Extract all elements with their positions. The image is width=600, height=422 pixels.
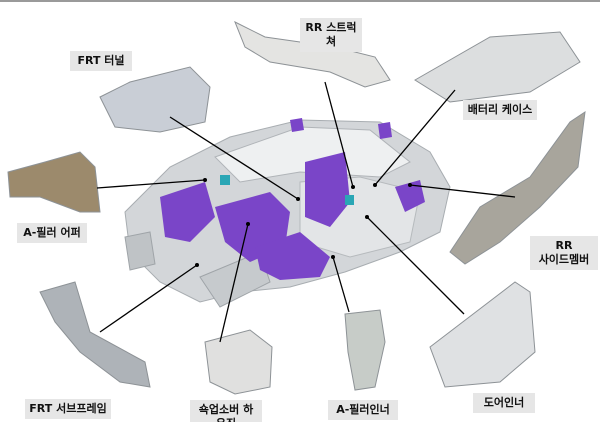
shock-absorber-part xyxy=(204,329,273,395)
label-battery-case: 배터리 케이스 xyxy=(463,100,537,120)
label-door-inner: 도어인너 xyxy=(473,393,535,413)
label-frt-tunnel: FRT 터널 xyxy=(70,51,132,71)
leader-lines xyxy=(96,81,516,343)
label-rr-side-member: RR 사이드멤버 xyxy=(530,236,598,270)
label-a-pillar-inner: A-필러인너 xyxy=(328,400,398,420)
label-rr-structure: RR 스트럭쳐 xyxy=(300,18,362,52)
teal-parts xyxy=(220,175,354,205)
highlighted-parts xyxy=(160,118,425,280)
label-frt-subframe: FRT 서브프레임 xyxy=(25,399,111,419)
label-shock-absorber-housing: 쇽업소버 하우징 xyxy=(190,400,262,422)
a-pillar-inner-part xyxy=(344,309,386,391)
leader-dots xyxy=(195,178,412,267)
frt-subframe-part xyxy=(39,281,151,388)
a-pillar-upper-part xyxy=(7,151,101,213)
battery-case-part xyxy=(414,31,581,103)
rr-side-member-part xyxy=(449,110,586,265)
label-a-pillar-upper: A-필러 어퍼 xyxy=(17,223,87,243)
frt-tunnel-part xyxy=(99,66,211,133)
door-inner-part xyxy=(429,281,536,388)
part-images xyxy=(7,20,586,395)
